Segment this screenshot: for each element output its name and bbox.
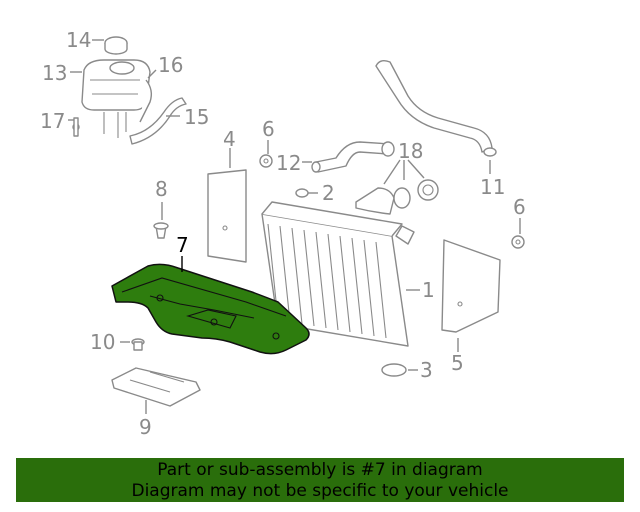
info-banner: Part or sub-assembly is #7 in diagram Di… (16, 458, 624, 502)
callout-17: 17 (40, 109, 65, 133)
callout-12: 12 (276, 151, 301, 175)
banner-line-2: Diagram may not be specific to your vehi… (131, 481, 509, 501)
coolant-reservoir (81, 59, 151, 138)
left-air-baffle (207, 169, 247, 263)
callout-5: 5 (451, 351, 464, 375)
callout-6-upper: 6 (262, 117, 275, 141)
callout-7: 7 (176, 233, 189, 257)
reservoir-cap (104, 36, 128, 55)
banner-line-1: Part or sub-assembly is #7 in diagram (157, 460, 483, 480)
right-air-baffle (441, 239, 501, 333)
callout-13: 13 (42, 61, 67, 85)
fastener-right (511, 235, 525, 249)
callout-10: 10 (90, 330, 115, 354)
callout-1: 1 (422, 278, 435, 302)
callout-11: 11 (480, 175, 505, 199)
callout-9: 9 (139, 415, 152, 439)
plug (295, 188, 309, 198)
callout-6-right: 6 (513, 195, 526, 219)
thermostat-parts (355, 179, 439, 215)
leader-lines (68, 39, 521, 414)
fastener-left (259, 154, 273, 168)
upper-radiator-hose (375, 59, 497, 157)
lower-radiator-hose (311, 141, 395, 173)
callout-14: 14 (66, 28, 91, 52)
callout-8: 8 (155, 177, 168, 201)
callout-4: 4 (223, 127, 236, 151)
callout-3: 3 (420, 358, 433, 382)
drain-plug (381, 363, 407, 377)
callout-15: 15 (184, 105, 209, 129)
push-pin (153, 222, 169, 239)
reservoir-hose (72, 79, 187, 145)
lower-shield (111, 367, 201, 407)
callout-18: 18 (398, 139, 423, 163)
callout-16: 16 (158, 53, 183, 77)
bolt (131, 338, 145, 351)
callout-2: 2 (322, 181, 335, 205)
radiator (261, 201, 415, 347)
lower-air-deflector (111, 263, 310, 355)
callout-labels: 14 13 16 17 15 4 6 12 18 11 8 2 6 7 1 10… (40, 28, 526, 439)
